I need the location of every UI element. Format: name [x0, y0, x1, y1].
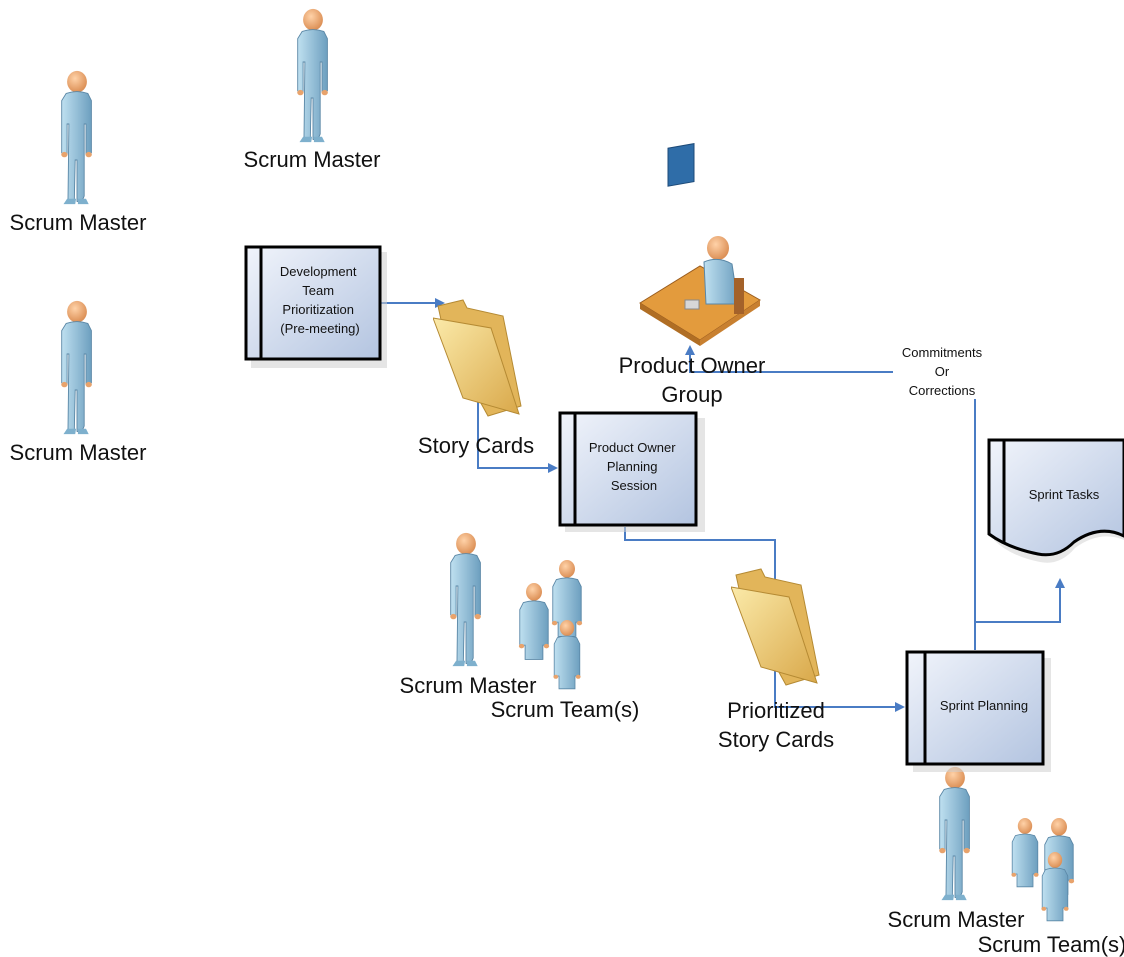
- po-session-line-1: Product Owner: [589, 440, 676, 455]
- story-cards-label: Story Cards: [418, 433, 534, 458]
- scrum-master-mid-label: Scrum Master: [400, 673, 537, 698]
- svg-text:Product Owner Planning: Product Owner Planning Session: [589, 440, 679, 493]
- product-owner-workstation-icon: [639, 143, 761, 346]
- scrum-master-bottom-label: Scrum Master: [888, 907, 1025, 932]
- scrum-master-left-2-icon: [60, 300, 93, 435]
- process-sprint-planning: Sprint Planning: [905, 650, 1051, 772]
- commitments-label-bg: [893, 343, 991, 399]
- product-owner-group-label-line1: Product Owner: [619, 353, 766, 378]
- arrow-storycards-to-po-session: [477, 400, 558, 473]
- dev-team-line-4: (Pre-meeting): [280, 321, 359, 336]
- scrum-team-mid-label: Scrum Team(s): [491, 697, 640, 722]
- sprint-planning-line-1: Sprint Planning: [940, 698, 1028, 713]
- scrum-master-top-label: Scrum Master: [244, 147, 381, 172]
- story-cards-folder-icon: [433, 299, 522, 417]
- scrum-master-left-1-icon: [60, 70, 93, 205]
- arrow-po-session-to-prioritized: [624, 527, 780, 592]
- scrum-master-left-1-label: Scrum Master: [10, 210, 147, 235]
- dev-team-line-2: Team: [302, 283, 334, 298]
- scrum-master-left-2-label: Scrum Master: [10, 440, 147, 465]
- product-owner-group-label-line2: Group: [661, 382, 722, 407]
- sprint-tasks-document: Sprint Tasks: [987, 438, 1124, 563]
- connectors: [380, 298, 1065, 712]
- scrum-master-top-icon: [296, 8, 329, 143]
- commitments-label-line3: Corrections: [909, 383, 976, 398]
- process-dev-team-prioritization: Development Team Prioritization (Pre-mee…: [244, 245, 387, 368]
- prioritized-story-cards-label-line1: Prioritized: [727, 698, 825, 723]
- scrum-team-mid-icon: [518, 560, 583, 690]
- scrum-team-bottom-label: Scrum Team(s): [978, 932, 1124, 957]
- po-session-line-3: Session: [611, 478, 657, 493]
- scrum-master-mid-icon: [449, 532, 482, 667]
- process-po-planning-session: Product Owner Planning Session: [558, 411, 705, 532]
- po-session-line-2: Planning: [607, 459, 658, 474]
- scrum-master-bottom-icon: [938, 766, 971, 901]
- arrow-sprint-to-sprint-tasks: [974, 578, 1065, 650]
- dev-team-line-1: Development: [280, 264, 357, 279]
- dev-team-line-3: Prioritization: [282, 302, 354, 317]
- sprint-tasks-label: Sprint Tasks: [1029, 487, 1100, 502]
- prioritized-story-cards-folder-icon: [731, 568, 820, 686]
- prioritized-story-cards-label-line2: Story Cards: [718, 727, 834, 752]
- arrow-commitments-to-po-group: [685, 345, 976, 650]
- scrum-team-bottom-icon: [1010, 818, 1075, 922]
- commitments-label-line1: Commitments: [902, 345, 983, 360]
- arrow-prioritized-to-sprint-planning: [774, 660, 905, 712]
- commitments-label-line2: Or: [935, 364, 950, 379]
- svg-text:Development Team P: Development Team Prioritization (Pre-mee…: [280, 264, 360, 336]
